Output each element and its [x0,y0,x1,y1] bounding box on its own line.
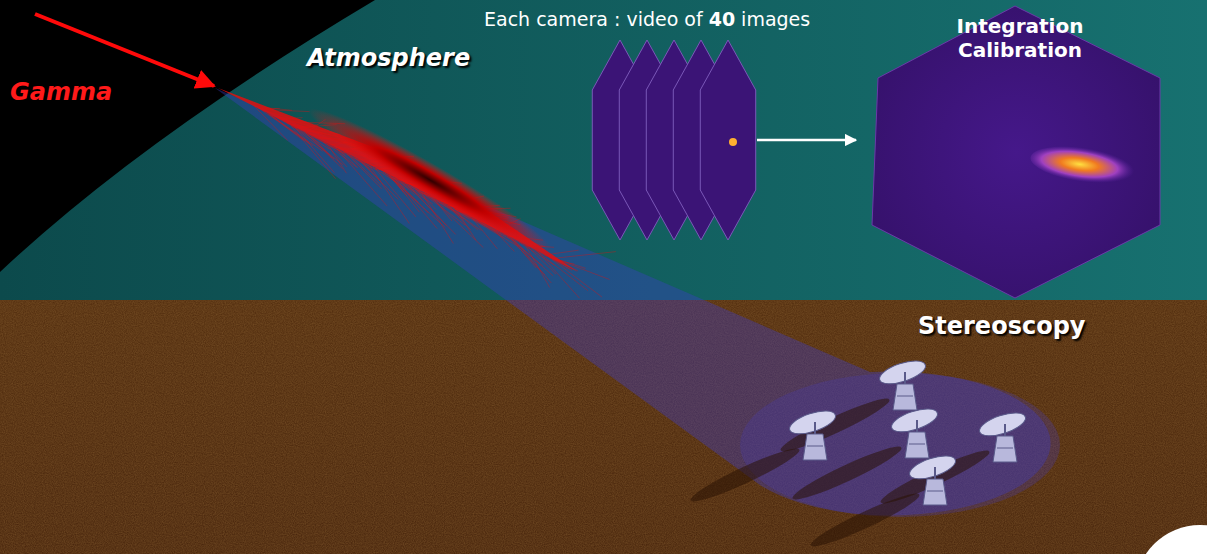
telescope [977,408,1028,462]
step-label: Integration Calibration [945,14,1095,62]
telescope [889,404,940,458]
telescope-shadow [777,392,893,457]
shower-particle [552,252,616,259]
shower-particle [550,257,602,297]
telescope [877,356,928,410]
telescope [787,406,838,460]
caption-number: 40 [709,8,735,31]
shower-particle [553,259,572,270]
caption-text: Each camera : video of [484,8,703,31]
caption-text: images [741,8,810,31]
region-label: Atmosphere [307,44,470,73]
telescope-shadow [807,487,923,552]
shower-particle [536,250,588,290]
telescope-shadow [687,442,803,507]
step-label: Stereoscopy [918,312,1085,341]
particle-label: Gamma [10,78,112,107]
frame-spot [729,138,737,146]
video-frame [700,40,755,240]
telescope [907,451,958,505]
